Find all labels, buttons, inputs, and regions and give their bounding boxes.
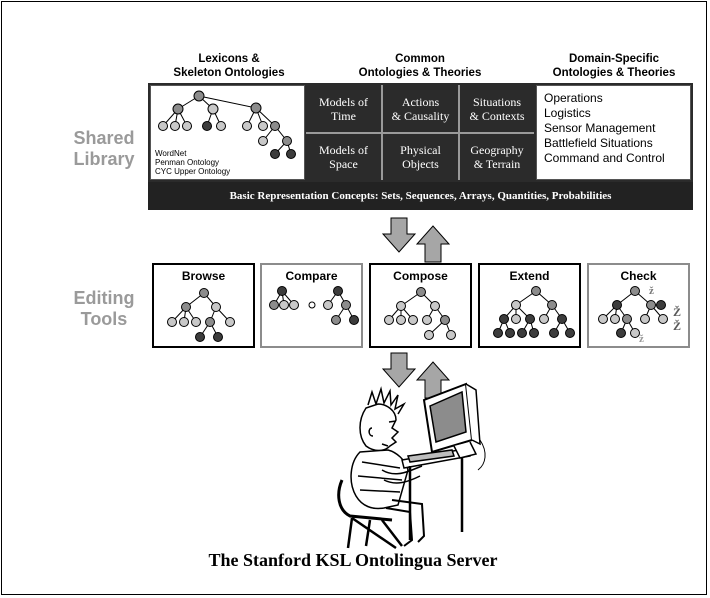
tool-label: Compose [393, 269, 448, 283]
editing-label-line2: Tools [80, 309, 128, 329]
cell-line: Actions [401, 94, 440, 109]
common-header-line2: Ontologies & Theories [358, 67, 482, 79]
shared-label-line1: Shared [73, 128, 135, 148]
domain-item: Logistics [544, 106, 591, 120]
hair-icon [367, 386, 407, 415]
cell-line: Models of [319, 94, 368, 109]
keyboard-icon [407, 449, 455, 463]
cell-line: Objects [402, 157, 439, 171]
domain-header: Domain-Specific Ontologies & Theories [534, 52, 694, 80]
chair-icon [337, 479, 393, 522]
cell-line: & Causality [391, 108, 450, 123]
common-cell-actions: Actions& Causality [383, 85, 458, 132]
domain-item: Command and Control [544, 151, 665, 165]
domain-item: Sensor Management [544, 121, 656, 135]
domain-item: Battlefield Situations [544, 136, 653, 150]
check-mark: ž [649, 285, 654, 297]
tool-label: Browse [181, 269, 226, 283]
tool-label: Extend [509, 269, 550, 283]
lexicons-header-line1: Lexicons & [198, 53, 260, 65]
browse-tree-icon [167, 288, 235, 342]
cell-line: & Terrain [473, 157, 521, 171]
tool-compare[interactable]: Compare [260, 263, 363, 348]
tool-compose[interactable]: Compose [369, 263, 472, 348]
compare-tree-icon [269, 286, 359, 325]
lexicons-box: WordNet Penman Ontology CYC Upper Ontolo… [150, 85, 305, 180]
domain-header-line2: Ontologies & Theories [552, 67, 676, 79]
lexicon-item: Penman Ontology [155, 158, 220, 167]
cell-divider [306, 132, 534, 134]
check-mark: ž [639, 333, 644, 345]
cell-line: Space [329, 157, 358, 171]
domain-item: Operations [544, 91, 603, 105]
lexicons-header-line2: Skeleton Ontologies [173, 67, 285, 79]
shared-label-line2: Library [73, 149, 135, 169]
check-tree-icon [598, 286, 668, 338]
domain-box: Operations Logistics Sensor Management B… [536, 85, 691, 180]
lexicon-item: WordNet [155, 149, 187, 158]
cell-line: & Contexts [469, 108, 525, 123]
up-arrow-icon [415, 361, 451, 399]
cell-line: Situations [472, 94, 521, 109]
down-arrow-icon [381, 352, 417, 388]
lexicon-tree-icon [158, 90, 296, 159]
check-mark: Ž [673, 305, 682, 319]
editing-label-line1: Editing [73, 288, 135, 308]
compose-tree-icon [384, 287, 456, 340]
cell-line: Models of [319, 143, 368, 157]
domain-header-line1: Domain-Specific [568, 53, 660, 65]
basic-representation-bar: Basic Representation Concepts: Sets, Seq… [148, 182, 693, 210]
common-header: Common Ontologies & Theories [306, 52, 534, 80]
tool-label: Check [620, 269, 657, 283]
head-icon [359, 403, 400, 452]
basic-representation-text: Basic Representation Concepts: Sets, Seq… [229, 190, 612, 202]
tool-extend[interactable]: Extend [478, 263, 581, 348]
tool-label: Compare [285, 269, 338, 283]
caption: The Stanford KSL Ontolingua Server [208, 550, 498, 570]
cell-line: Time [331, 108, 356, 123]
up-arrow-icon [415, 225, 451, 263]
lexicon-item: CYC Upper Ontology [155, 167, 231, 176]
tool-check[interactable]: Check ž Ž Ž ž [587, 263, 690, 348]
lexicons-header: Lexicons & Skeleton Ontologies [150, 52, 308, 80]
cell-line: Physical [400, 143, 441, 157]
cell-line: Geography [470, 143, 524, 157]
common-cell-situations: Situations& Contexts [460, 85, 534, 132]
editing-tools-label: Editing Tools [54, 288, 154, 330]
tool-browse[interactable]: Browse [152, 263, 255, 348]
common-header-line1: Common [395, 53, 445, 65]
check-mark: Ž [673, 319, 682, 333]
down-arrow-icon [381, 217, 417, 253]
shared-library-label: Shared Library [54, 128, 154, 170]
extend-tree-icon [493, 286, 575, 338]
body-icon [350, 449, 409, 510]
common-cell-geography: Geography& Terrain [460, 134, 534, 180]
